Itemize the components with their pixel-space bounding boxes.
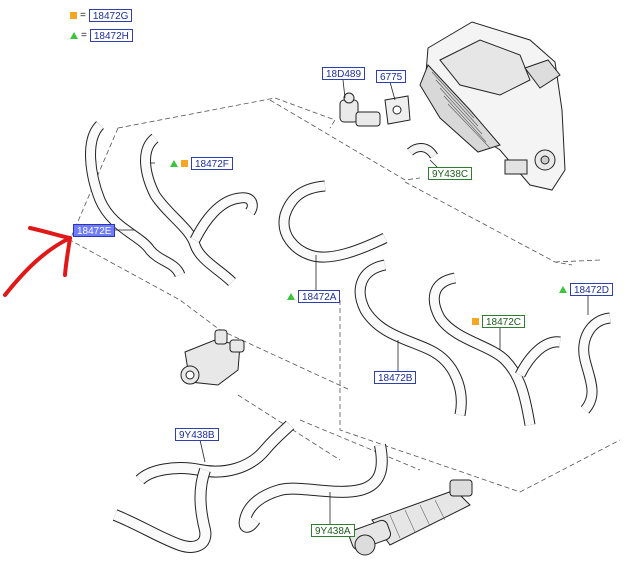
callout-18472C[interactable]: 18472C [482, 315, 526, 328]
callout-18D489[interactable]: 18D489 [322, 67, 366, 80]
triangle-marker-icon [287, 293, 295, 300]
hose-18472B [354, 259, 467, 417]
hose-18472E [85, 121, 186, 278]
callout-9Y438B[interactable]: 9Y438B [175, 428, 219, 441]
callout-18472F-group: 18472F [170, 157, 233, 170]
callout-9Y438A[interactable]: 9Y438A [311, 524, 355, 537]
hose-18472A [278, 180, 388, 263]
callout-18472D-group: 18472D [559, 283, 614, 296]
square-marker-icon [181, 160, 188, 167]
hose-18472C [428, 272, 561, 426]
triangle-marker-icon [170, 160, 178, 167]
valve-18D489 [339, 92, 381, 127]
legend-triangle: = 18472H [70, 29, 133, 42]
hose-18472D [578, 312, 612, 414]
legend-triangle-label: 18472H [89, 29, 133, 42]
dashed-outline [69, 97, 621, 493]
callout-18472A[interactable]: 18472A [298, 290, 341, 303]
red-arrow [3, 226, 72, 297]
triangle-marker-icon [70, 32, 78, 39]
egr-cooler [348, 479, 473, 556]
callout-18472F[interactable]: 18472F [191, 157, 233, 170]
hose-9Y438B [112, 420, 295, 553]
callout-18472E[interactable]: 18472E [73, 224, 116, 237]
heater-unit [419, 21, 566, 191]
hose-18472F [140, 133, 258, 287]
square-marker-icon [472, 318, 479, 325]
square-marker-icon [70, 12, 77, 19]
legend-square-label: 18472G [88, 9, 133, 22]
callout-18472A-group: 18472A [287, 290, 341, 303]
bracket-6775 [384, 95, 411, 125]
hose-9Y438A [238, 443, 388, 533]
legend-square: = 18472G [70, 9, 133, 22]
callout-9Y438C[interactable]: 9Y438C [428, 167, 473, 180]
callout-6775[interactable]: 6775 [376, 70, 407, 83]
thermostat-housing [180, 329, 245, 386]
callout-18472C-group: 18472C [472, 315, 526, 328]
callout-18472B[interactable]: 18472B [374, 371, 417, 384]
triangle-marker-icon [559, 286, 567, 293]
callout-18472D[interactable]: 18472D [570, 283, 614, 296]
